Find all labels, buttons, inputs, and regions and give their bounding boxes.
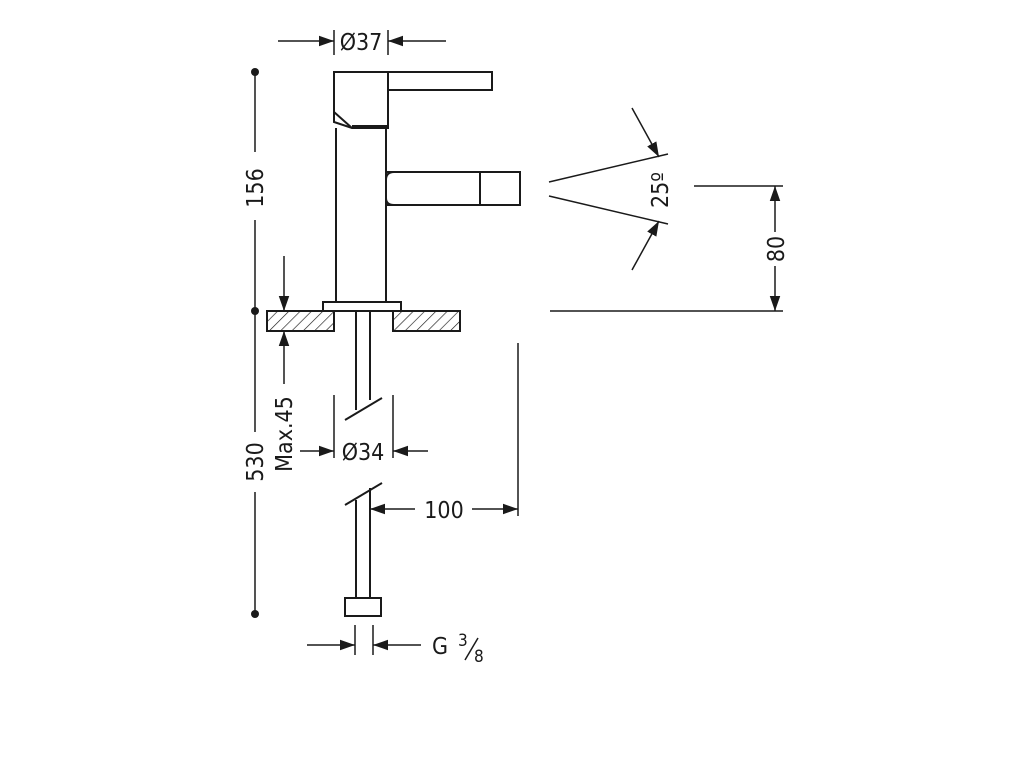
thread-denominator-label: 8 [474, 647, 484, 667]
distance-label: 100 [424, 498, 464, 524]
thread-numerator-label: 3 [458, 631, 468, 651]
height-dimensions: 156 530 [243, 68, 269, 618]
max-thickness-label: Max.45 [272, 396, 298, 472]
top-diameter-label: Ø37 [340, 30, 383, 56]
height-total-label: 156 [243, 168, 269, 208]
faucet-body [322, 71, 521, 312]
countertop-section [266, 310, 461, 332]
hole-diameter-dimension: Ø34 [300, 395, 428, 466]
spray-angle-label: 25º [648, 172, 674, 208]
thread-dimension: G 3 8 [307, 625, 484, 667]
thread-prefix-label: G [432, 634, 448, 660]
spray-angle-dimension: 25º [548, 107, 674, 271]
hose-length-label: 530 [243, 442, 269, 482]
spout-height-label: 80 [764, 236, 790, 262]
max-thickness-dimension: Max.45 [272, 256, 298, 472]
top-diameter-dimension: Ø37 [278, 30, 446, 56]
distance-dimension: 100 [370, 343, 519, 524]
spout-height-dimension: 80 [550, 185, 790, 312]
hole-diameter-label: Ø34 [342, 440, 385, 466]
